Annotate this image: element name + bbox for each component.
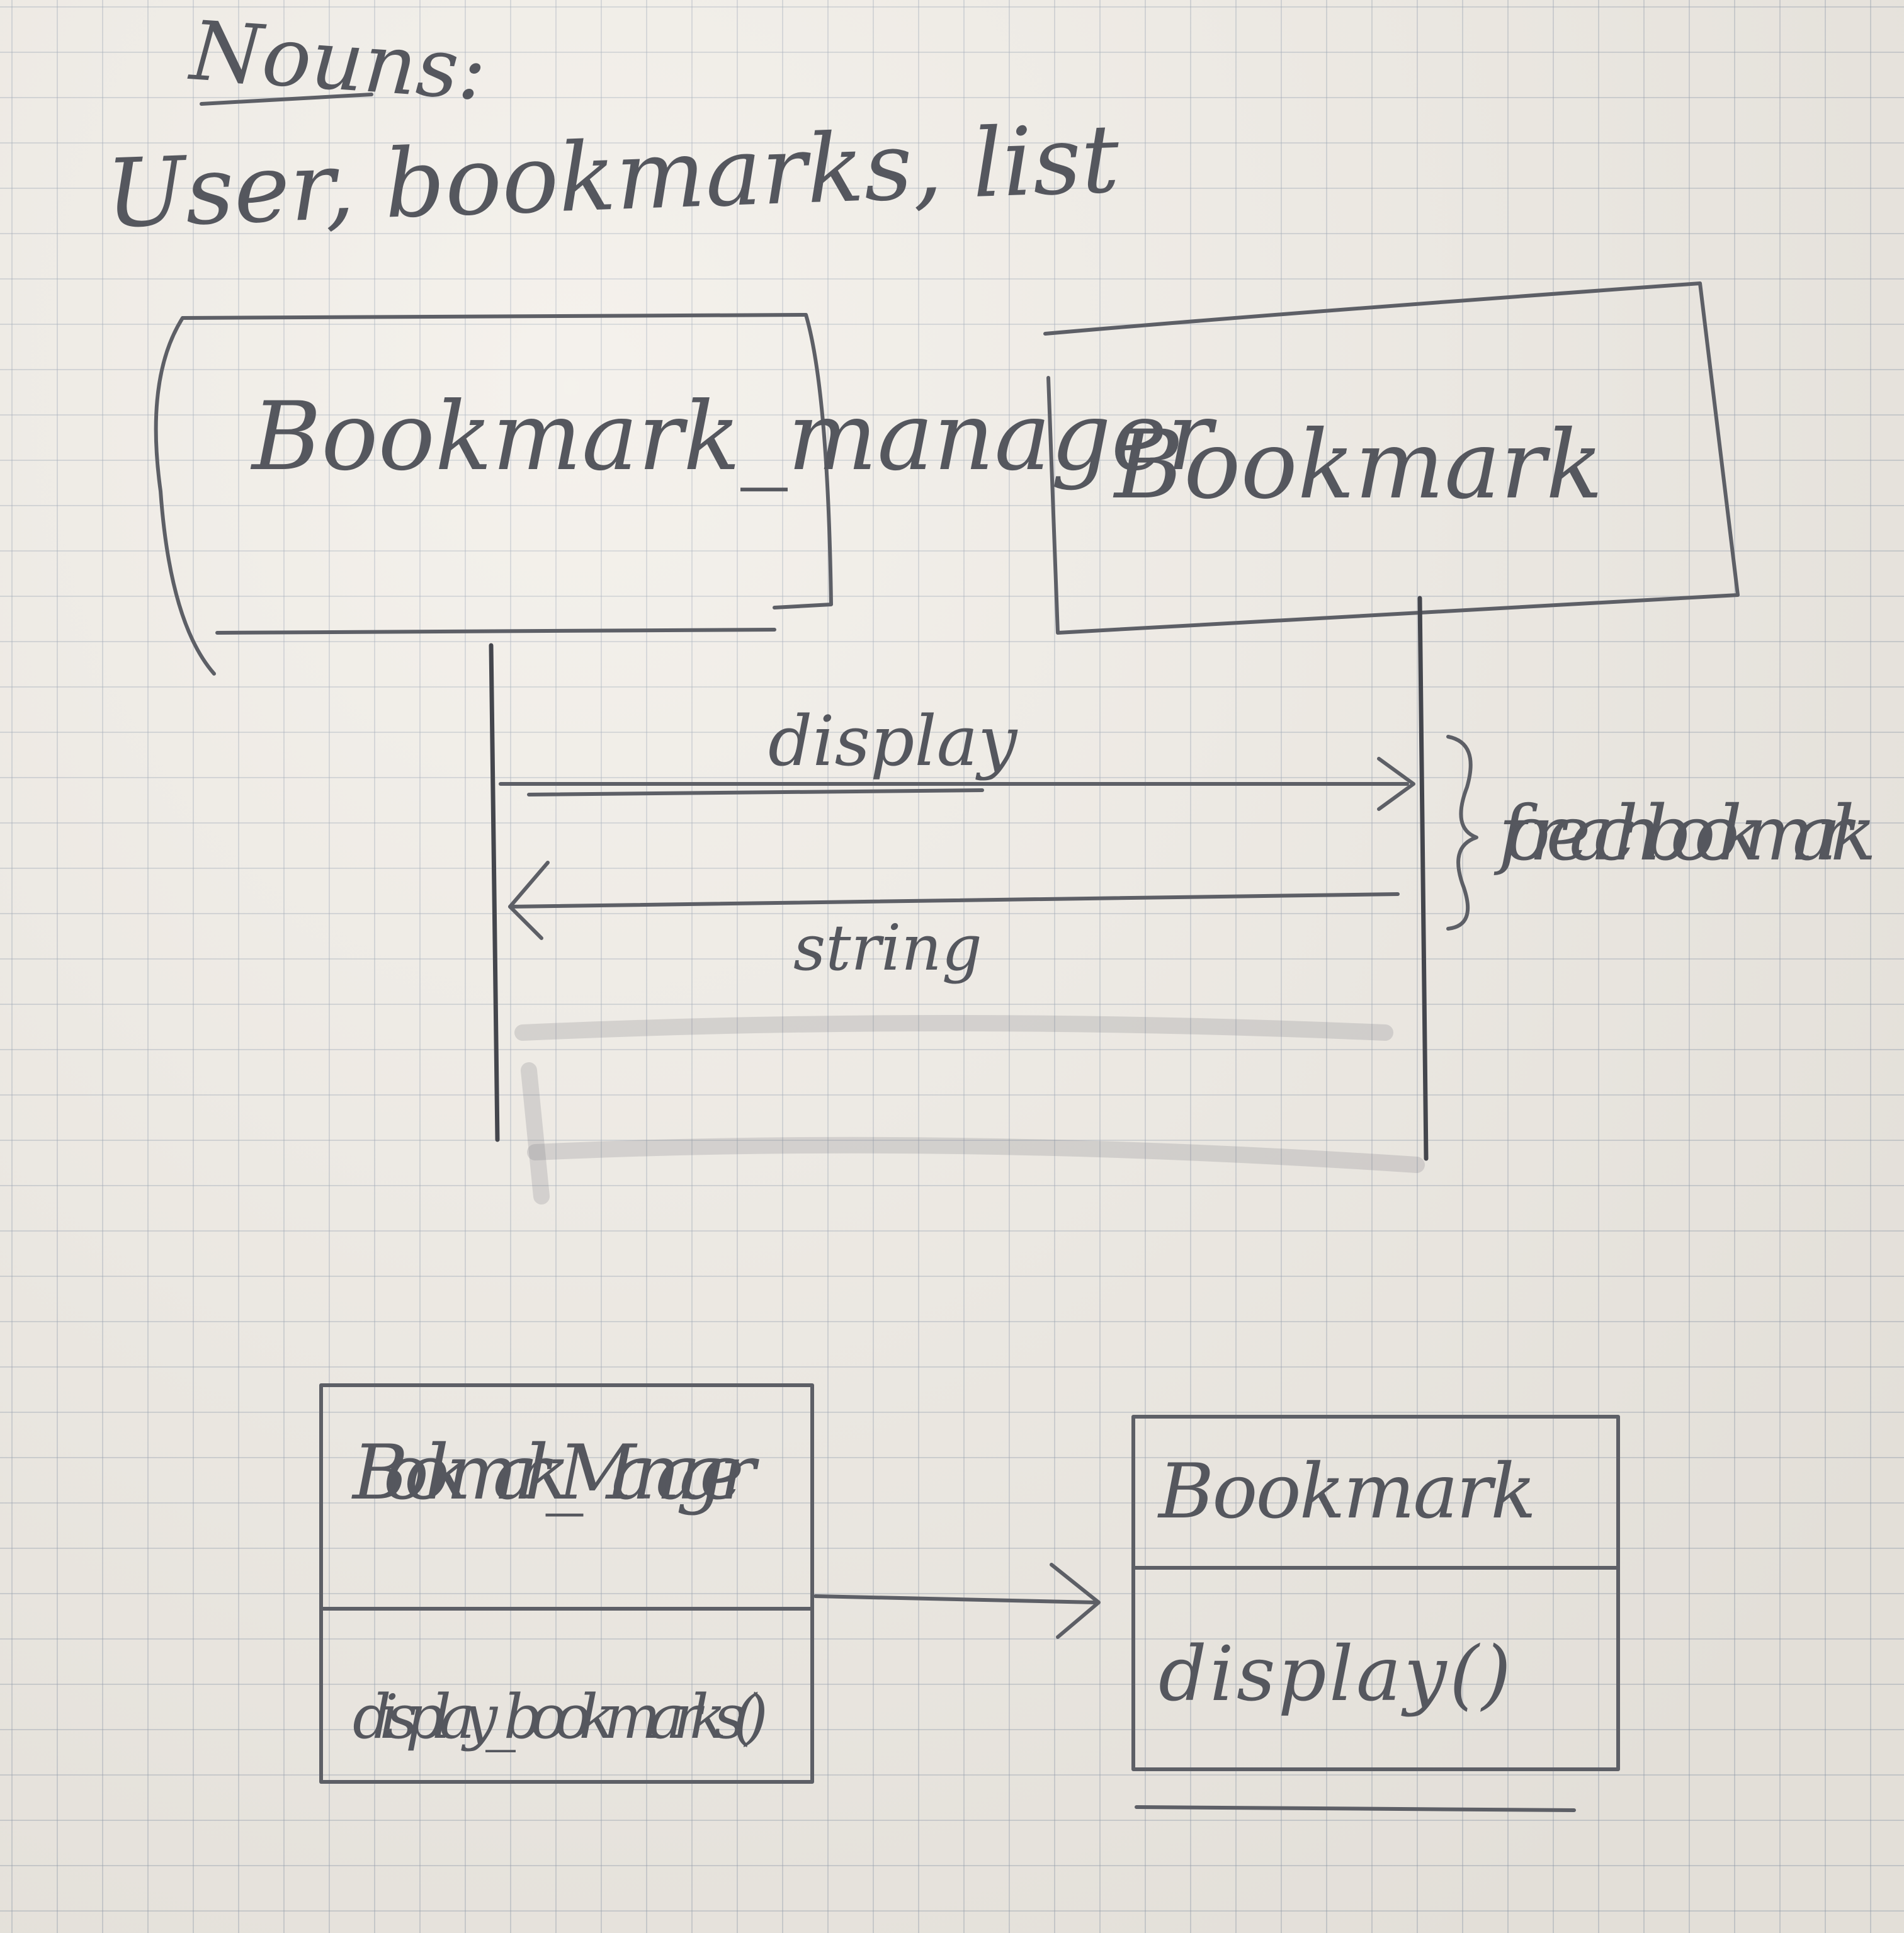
lifeline-box-right (1043, 281, 1740, 635)
class-box-left (319, 1383, 814, 1784)
message-return-line (508, 892, 1400, 909)
nouns-title: Nouns: (186, 3, 489, 119)
message-return-label: string (793, 911, 982, 985)
lifeline-label-left: Bookmark_manager (250, 382, 1217, 492)
message-call-line-extra (527, 788, 984, 796)
class-box-right (1131, 1415, 1620, 1771)
lifeline-label-right: Bookmark (1113, 411, 1603, 520)
nouns-list: User, bookmarks, list (104, 105, 1121, 249)
erased-mark (521, 1062, 550, 1205)
erased-mark (527, 1137, 1425, 1173)
class-name-left: Bookmark_Manager (351, 1429, 760, 1517)
loop-brace (1446, 735, 1478, 931)
loop-note: for each bookmark (1493, 790, 1876, 878)
association-line (813, 1594, 1097, 1604)
lifeline-box-left (181, 313, 833, 609)
message-call-arrowhead (1377, 757, 1415, 811)
lifeline-box-left-edge (154, 316, 216, 676)
class-bottom-right (1135, 1805, 1576, 1812)
lifeline-right (1417, 596, 1429, 1161)
association-arrowhead (1050, 1563, 1101, 1639)
title-underline (200, 93, 373, 106)
lifeline-left (489, 643, 500, 1142)
erased-mark (514, 1015, 1393, 1041)
lifeline-box-left-bottom (215, 628, 776, 635)
class-method-left: display_bookmarks() (353, 1682, 768, 1752)
class-name-right: Bookmark (1157, 1448, 1536, 1536)
class-method-right: display() (1159, 1631, 1511, 1718)
message-call-label: display (768, 701, 1018, 781)
message-return-arrowhead (508, 861, 550, 940)
